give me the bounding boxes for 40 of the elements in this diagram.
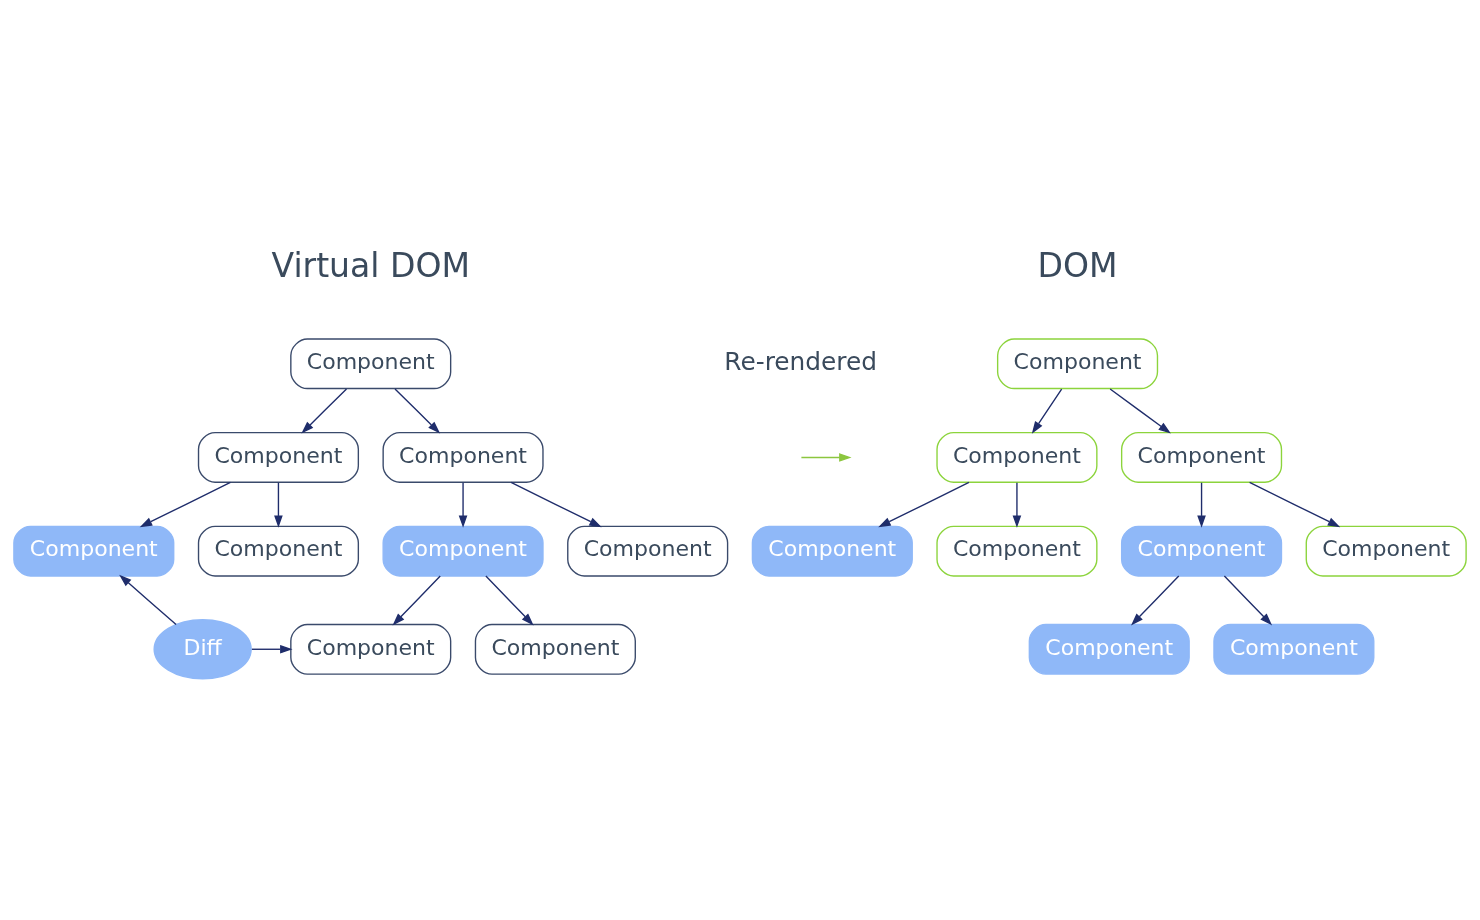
arrow [1031,387,1063,434]
node-box: Component [1028,623,1190,675]
node-box: Component [1120,525,1283,577]
arrow [394,387,441,433]
arrow [1109,387,1171,434]
arrow [251,644,293,654]
node-box: Component [13,525,175,577]
arrow [119,574,177,625]
arrow [139,481,232,527]
node-box: Component [1213,623,1375,675]
arrow [392,574,441,625]
node-box: Component [936,525,1098,577]
arrow [1012,481,1022,528]
node-box: Component [474,623,636,675]
arrow [1248,481,1341,527]
node-box: Component [197,431,360,483]
node-box: Component [382,525,544,577]
arrow [301,387,348,433]
node-box: Component [936,431,1098,483]
arrow [485,574,534,625]
node-box: Component [1305,525,1467,577]
arrow [458,481,468,528]
arrow [1197,481,1206,528]
arrow [1223,574,1273,625]
node-box: Component [996,337,1159,389]
arrow [510,481,602,527]
node-box: Component [567,525,729,577]
arrow [878,481,970,527]
node-box: Component [290,337,452,389]
label: Re-rendered [724,346,877,376]
node-ellipse: Diff [153,618,252,679]
node-box: Component [197,525,360,577]
label: Virtual DOM [271,245,470,285]
arrow [274,481,283,528]
node-box: Component [382,431,544,483]
node-box: Component [751,525,913,577]
arrow [1131,574,1180,625]
label: DOM [1037,245,1118,285]
node-box: Component [1120,431,1283,483]
node-box: Component [290,623,452,675]
